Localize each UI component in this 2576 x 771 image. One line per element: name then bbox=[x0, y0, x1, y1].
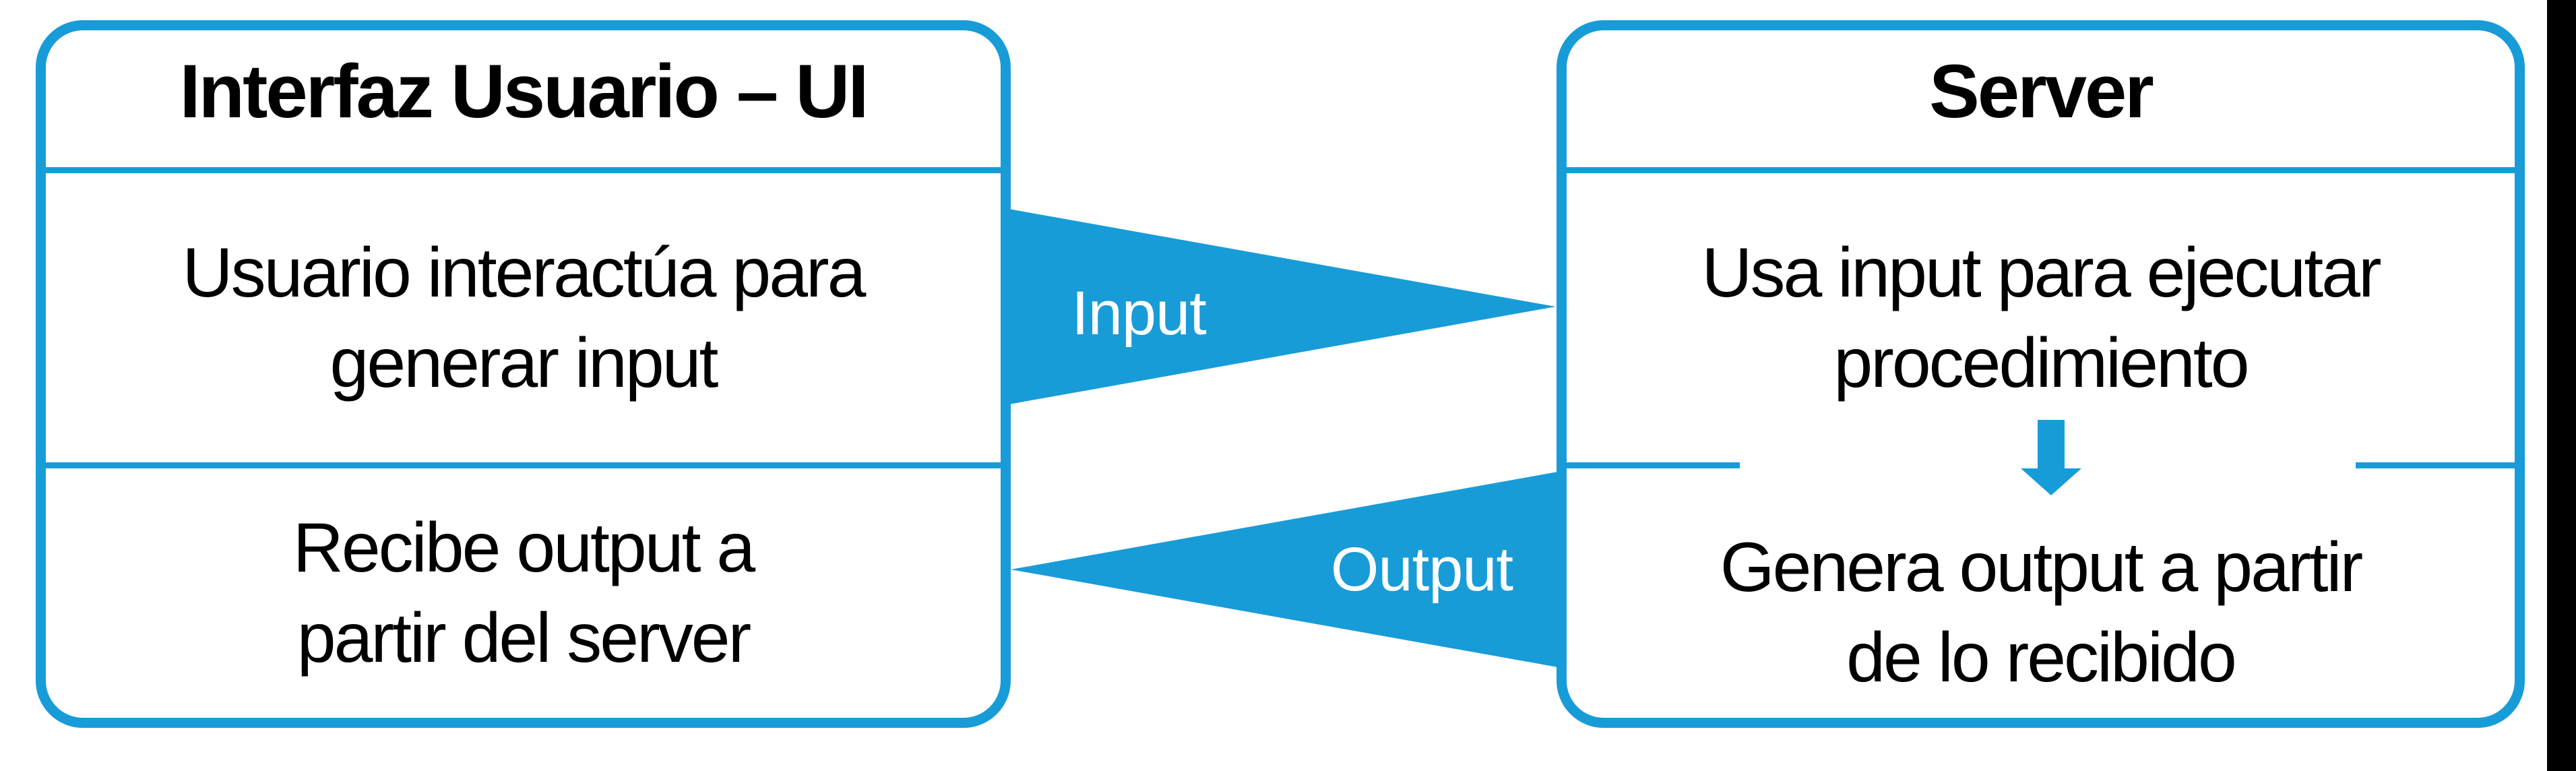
ui-box-top-cell-text: Usuario interactúa para generar input bbox=[182, 233, 866, 402]
output-arrow-label: Output bbox=[1330, 535, 1513, 604]
output-arrow-icon bbox=[1011, 472, 1558, 667]
server-box-bottom-cell-text: Genera output a partir de lo recibido bbox=[1720, 528, 2364, 697]
server-box: Server Usa input para ejecutar procedimi… bbox=[1557, 20, 2525, 728]
server-box-top-cell: Usa input para ejecutar procedimiento bbox=[1567, 173, 2515, 462]
ui-box-divider-bottom bbox=[46, 462, 1001, 468]
ui-box: Interfaz Usuario – UI Usuario interactúa… bbox=[36, 20, 1011, 728]
ui-box-bottom-cell: Recibe output a partir del server bbox=[46, 468, 1001, 718]
server-box-divider-top bbox=[1567, 167, 2515, 173]
server-box-bottom-cell: Genera output a partir de lo recibido bbox=[1567, 468, 2515, 718]
server-box-top-cell-text: Usa input para ejecutar procedimiento bbox=[1701, 233, 2381, 402]
server-box-divider-bottom-left-segment bbox=[1567, 462, 1740, 468]
input-arrow-label: Input bbox=[1071, 279, 1207, 348]
server-box-divider-bottom-right-segment bbox=[2356, 462, 2515, 468]
down-arrow-icon bbox=[2021, 420, 2081, 495]
server-box-title: Server bbox=[1929, 49, 2154, 133]
screen-edge-bar bbox=[2547, 0, 2576, 771]
server-box-title-row: Server bbox=[1567, 30, 2515, 167]
ui-box-bottom-cell-text: Recibe output a partir del server bbox=[292, 509, 756, 677]
ui-box-title: Interfaz Usuario – UI bbox=[179, 49, 869, 133]
ui-box-top-cell: Usuario interactúa para generar input bbox=[46, 173, 1001, 462]
ui-box-title-row: Interfaz Usuario – UI bbox=[46, 30, 1001, 167]
ui-box-divider-top bbox=[46, 167, 1001, 173]
input-arrow-icon bbox=[1009, 209, 1556, 404]
